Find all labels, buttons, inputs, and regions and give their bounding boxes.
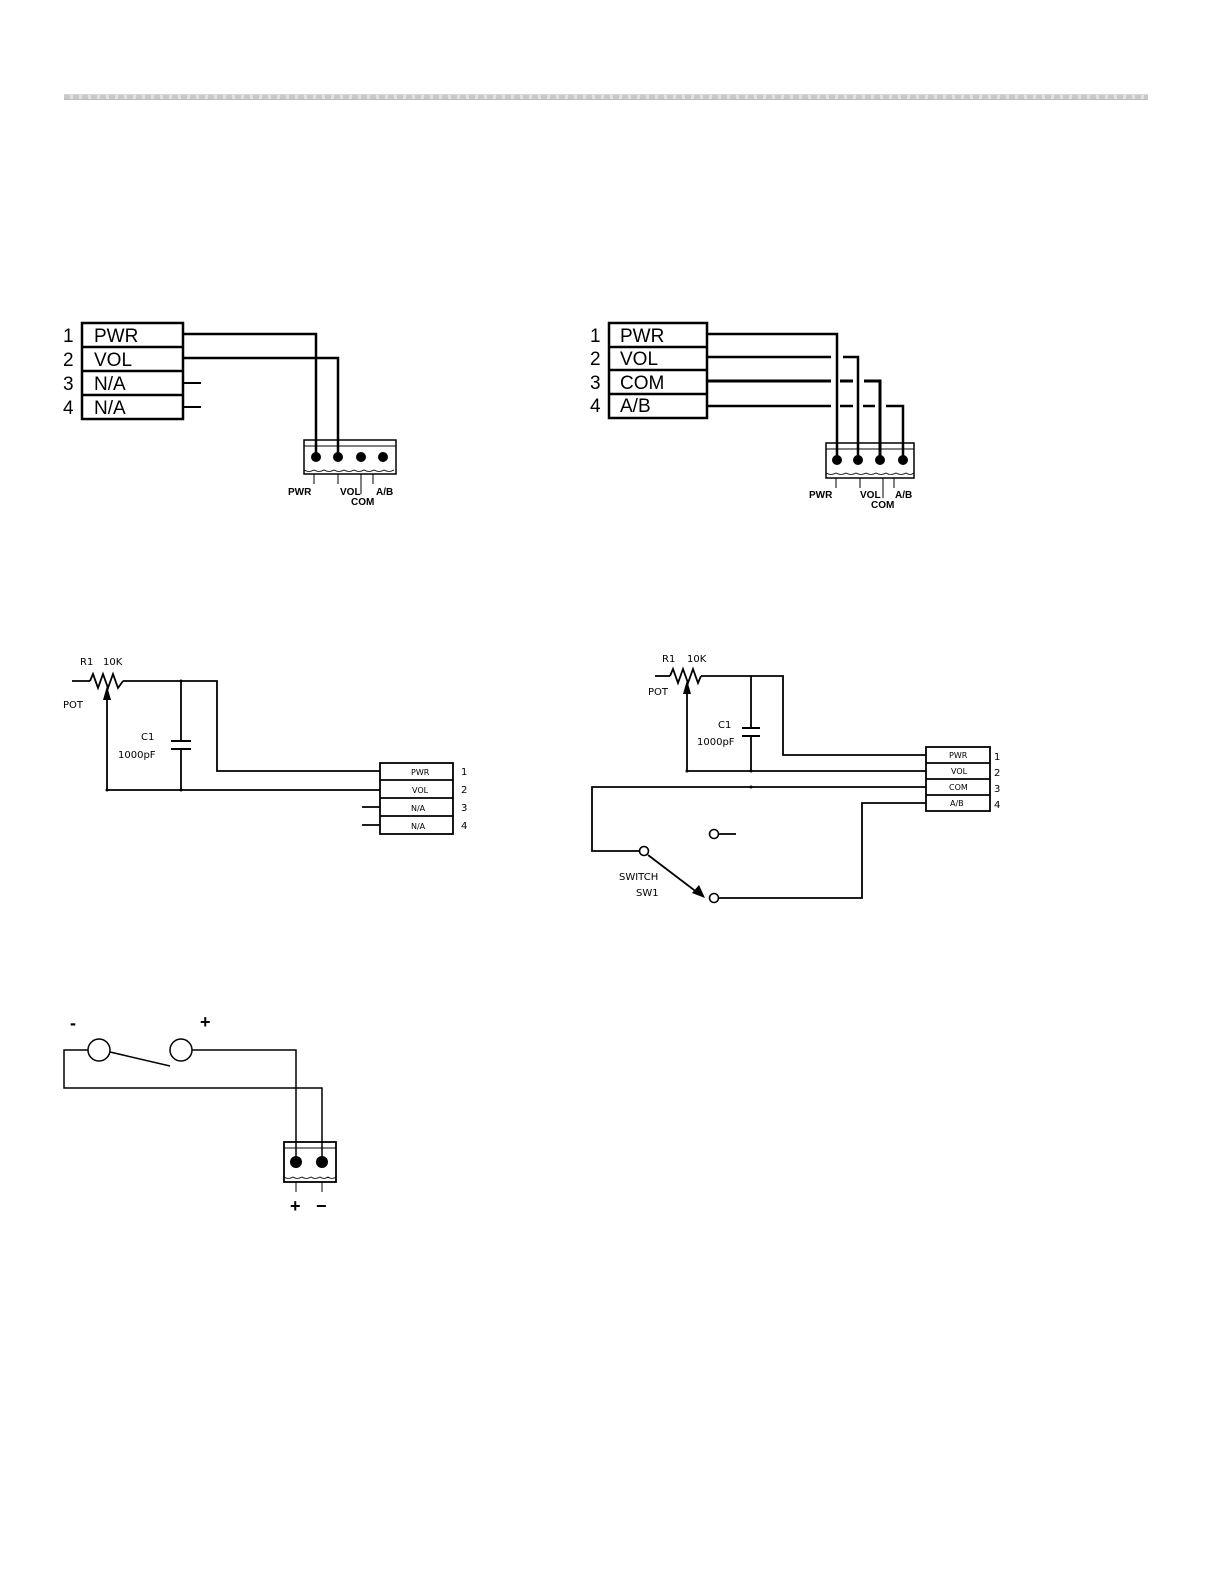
wires bbox=[707, 334, 903, 460]
row-label: PWR bbox=[620, 326, 664, 347]
pin-label: N/A bbox=[411, 822, 426, 831]
pin-label: VOL bbox=[412, 786, 429, 795]
potentiometer-symbol bbox=[670, 669, 701, 683]
row-number: 3 bbox=[63, 374, 74, 395]
contact-wiring-diagram: - + + − bbox=[64, 1012, 336, 1216]
pin-number: 2 bbox=[994, 768, 1000, 779]
wiper-arrow bbox=[683, 680, 691, 694]
pin-label: COM bbox=[949, 783, 968, 792]
wiring-diagram-pwr-vol: 1 2 3 4 PWR VOL N/A N/A PWR bbox=[63, 323, 396, 508]
switch-label: SWITCH bbox=[619, 872, 658, 883]
pin-number: 4 bbox=[461, 821, 467, 832]
pin-number: 1 bbox=[994, 752, 1000, 763]
terminal-label-pwr: PWR bbox=[288, 487, 312, 498]
row-label: PWR bbox=[94, 326, 138, 347]
switch-arrow bbox=[692, 885, 705, 898]
terminal-label-ab: A/B bbox=[895, 490, 912, 501]
c1-value: 1000pF bbox=[697, 737, 735, 748]
minus-top-label: - bbox=[70, 1013, 76, 1033]
row-label: VOL bbox=[94, 350, 132, 371]
c1-label: C1 bbox=[718, 720, 731, 731]
pin-number: 3 bbox=[461, 803, 467, 814]
terminal-screws bbox=[832, 455, 908, 465]
row-label: N/A bbox=[94, 374, 126, 395]
pin-label: N/A bbox=[411, 804, 426, 813]
row-label: VOL bbox=[620, 349, 658, 370]
row-number: 1 bbox=[590, 326, 601, 347]
minus-bottom-label: − bbox=[316, 1196, 327, 1216]
pin-label: PWR bbox=[411, 768, 430, 777]
wires bbox=[183, 334, 338, 457]
sw1-label: SW1 bbox=[636, 888, 659, 899]
c1-value: 1000pF bbox=[118, 750, 156, 761]
c1-label: C1 bbox=[141, 732, 154, 743]
terminal-label-com: COM bbox=[871, 500, 894, 511]
terminal-label-pwr: PWR bbox=[809, 490, 833, 501]
pin-number: 4 bbox=[994, 800, 1000, 811]
row-number: 2 bbox=[63, 350, 74, 371]
two-pin-terminal-block bbox=[284, 1142, 336, 1192]
terminal-screws bbox=[311, 452, 388, 462]
r1-value: 10K bbox=[103, 657, 123, 668]
row-number: 3 bbox=[590, 373, 601, 394]
pin-label: PWR bbox=[949, 751, 968, 760]
row-label: COM bbox=[620, 373, 664, 394]
wiper-arrow bbox=[103, 686, 111, 700]
row-label: N/A bbox=[94, 398, 126, 419]
terminal-screws bbox=[290, 1156, 328, 1168]
terminal-label-com: COM bbox=[351, 497, 374, 508]
contact-terminals bbox=[88, 1039, 192, 1061]
row-number: 4 bbox=[63, 398, 74, 419]
schematic-pot-switch: R1 10K POT C1 1000pF SWITCH SW1 PWR VOL … bbox=[592, 654, 1000, 903]
pin-number: 1 bbox=[461, 767, 467, 778]
schematic-pot: R1 10K POT C1 1000pF PWR VOL N/A N/A 1 2… bbox=[63, 657, 467, 834]
schematic-wires bbox=[592, 669, 926, 898]
row-number: 4 bbox=[590, 396, 601, 417]
row-number: 1 bbox=[63, 326, 74, 347]
row-number: 2 bbox=[590, 349, 601, 370]
pin-number: 3 bbox=[994, 784, 1000, 795]
potentiometer-symbol bbox=[90, 674, 123, 688]
pot-label: POT bbox=[648, 687, 669, 698]
pin-label: A/B bbox=[950, 799, 964, 808]
terminal-label-ab: A/B bbox=[376, 487, 393, 498]
terminal-block bbox=[304, 440, 396, 494]
r1-value: 10K bbox=[687, 654, 707, 665]
pin-label: VOL bbox=[951, 767, 968, 776]
r1-label: R1 bbox=[80, 657, 93, 668]
plus-top-label: + bbox=[200, 1012, 211, 1032]
plus-bottom-label: + bbox=[290, 1196, 301, 1216]
pin-number: 2 bbox=[461, 785, 467, 796]
r1-label: R1 bbox=[662, 654, 675, 665]
wiring-diagram-ab: 1 2 3 4 PWR VOL COM A/B bbox=[590, 323, 914, 511]
pot-label: POT bbox=[63, 700, 84, 711]
row-label: A/B bbox=[620, 396, 651, 417]
